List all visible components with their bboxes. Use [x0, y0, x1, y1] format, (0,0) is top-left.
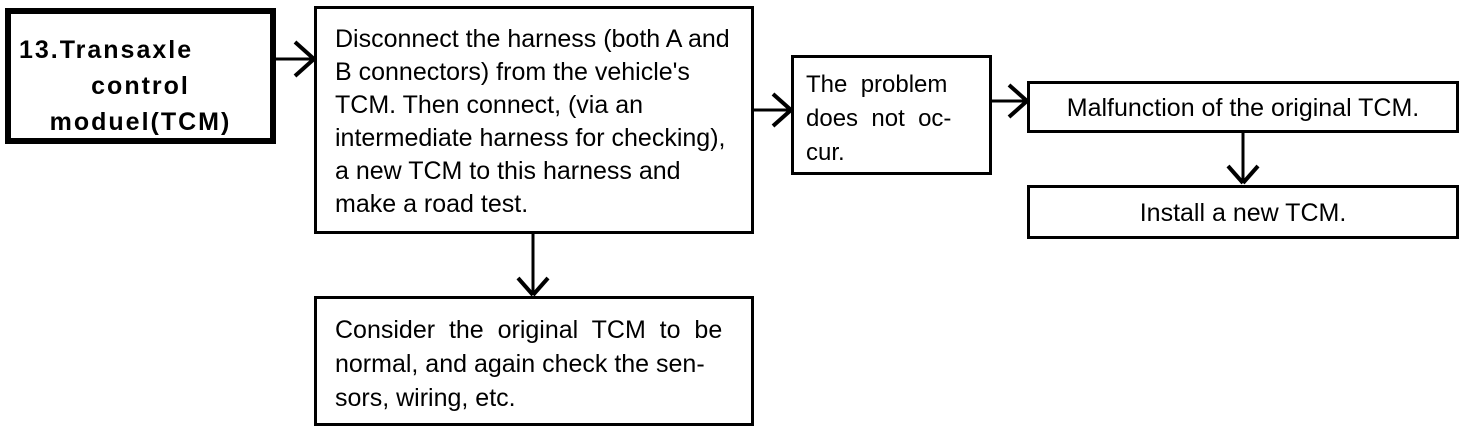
connector-disconnect-to-no-problem — [754, 92, 796, 130]
arrow-right-icon — [276, 40, 316, 78]
node-transaxle-control-module-text: 13.Transaxle control moduel(TCM) — [11, 32, 270, 140]
node-step-line-1: 13.Transaxle — [19, 36, 194, 64]
connector-step-to-disconnect — [276, 40, 320, 80]
arrow-right-icon — [992, 83, 1029, 119]
arrow-down-icon — [516, 233, 550, 297]
arrow-right-icon — [754, 92, 793, 128]
node-step-line-2: control — [91, 72, 190, 100]
connector-disconnect-to-consider — [516, 233, 552, 299]
arrow-down-icon — [1226, 133, 1260, 185]
node-consider-tcm-normal: Consider the original TCM to be normal, … — [314, 296, 754, 426]
node-consider-tcm-normal-text: Consider the original TCM to be normal, … — [335, 316, 730, 412]
node-disconnect-harness-text: Disconnect the harness (both A and B con… — [335, 25, 737, 218]
node-install-new-tcm: Install a new TCM. — [1027, 185, 1459, 239]
node-problem-does-not-occur: The problem does not oc-cur. — [791, 55, 992, 175]
node-disconnect-harness: Disconnect the harness (both A and B con… — [314, 6, 754, 234]
connector-no-problem-to-malfunction — [992, 82, 1032, 120]
node-transaxle-control-module: 13.Transaxle control moduel(TCM) — [5, 8, 276, 144]
node-malfunction-original-tcm: Malfunction of the original TCM. — [1027, 81, 1459, 133]
node-step-line-3: moduel(TCM) — [49, 108, 232, 136]
node-install-new-tcm-text: Install a new TCM. — [1139, 199, 1347, 227]
node-malfunction-original-tcm-text: Malfunction of the original TCM. — [1066, 94, 1420, 122]
node-problem-does-not-occur-text: The problem does not oc-cur. — [806, 71, 955, 166]
connector-malfunction-to-install — [1226, 133, 1262, 187]
